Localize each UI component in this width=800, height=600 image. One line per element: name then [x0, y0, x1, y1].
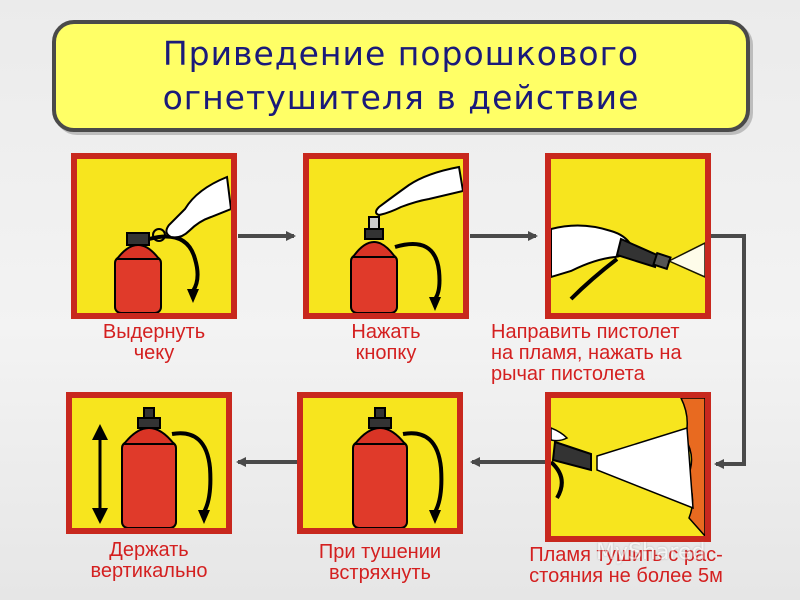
- step-6-panel: [66, 392, 232, 534]
- step-2-caption-line-2: кнопку: [355, 342, 417, 364]
- step-4-caption-line-1: Пламя тушить с рас-: [529, 544, 723, 566]
- step-5-caption-line-1: При тушении: [318, 541, 442, 563]
- step-3-panel: [545, 153, 711, 319]
- extinguisher-shake-icon: [352, 407, 444, 528]
- step-5-caption-line-2: встряхнуть: [329, 562, 431, 584]
- step-5-panel: [297, 392, 463, 534]
- step-5-caption: При тушении встряхнуть: [291, 542, 469, 584]
- step-6-caption-line-2: вертикально: [90, 560, 208, 582]
- step-3-caption: Направить пистолет на пламя, нажать на р…: [491, 322, 743, 385]
- title-line-1: Приведение порошкового: [162, 34, 640, 73]
- step-1-caption: Выдернуть чеку: [71, 322, 237, 364]
- nozzle-aim-icon: [551, 224, 705, 301]
- step-2-caption: Нажать кнопку: [303, 322, 469, 364]
- watermark: MyShared: [596, 540, 706, 565]
- nozzle-spray-flame-icon: [551, 398, 705, 536]
- step-4-caption-line-2: стояния не более 5м: [529, 565, 723, 587]
- title-line-2: огнетушителя в действие: [162, 78, 640, 117]
- step-3-caption-line-3: рычаг пистолета: [491, 363, 645, 385]
- step-4-caption: Пламя тушить с рас- стояния не более 5м: [494, 545, 758, 587]
- extinguisher-pull-pin-icon: [114, 175, 231, 313]
- step-1-panel: [71, 153, 237, 319]
- step-6-caption-line-1: Держать: [109, 539, 189, 561]
- extinguisher-press-button-icon: [350, 165, 463, 313]
- step-2-panel: [303, 153, 469, 319]
- title-banner: Приведение порошкового огнетушителя в де…: [52, 20, 750, 132]
- step-2-caption-line-1: Нажать: [351, 321, 421, 343]
- step-3-caption-line-1: Направить пистолет: [491, 321, 680, 343]
- step-1-caption-line-2: чеку: [133, 342, 175, 364]
- step-3-caption-line-2: на пламя, нажать на: [491, 342, 682, 364]
- step-6-caption: Держать вертикально: [60, 540, 238, 582]
- step-1-caption-line-1: Выдернуть: [102, 321, 206, 343]
- step-4-panel: [545, 392, 711, 542]
- extinguisher-vertical-icon: [92, 407, 213, 528]
